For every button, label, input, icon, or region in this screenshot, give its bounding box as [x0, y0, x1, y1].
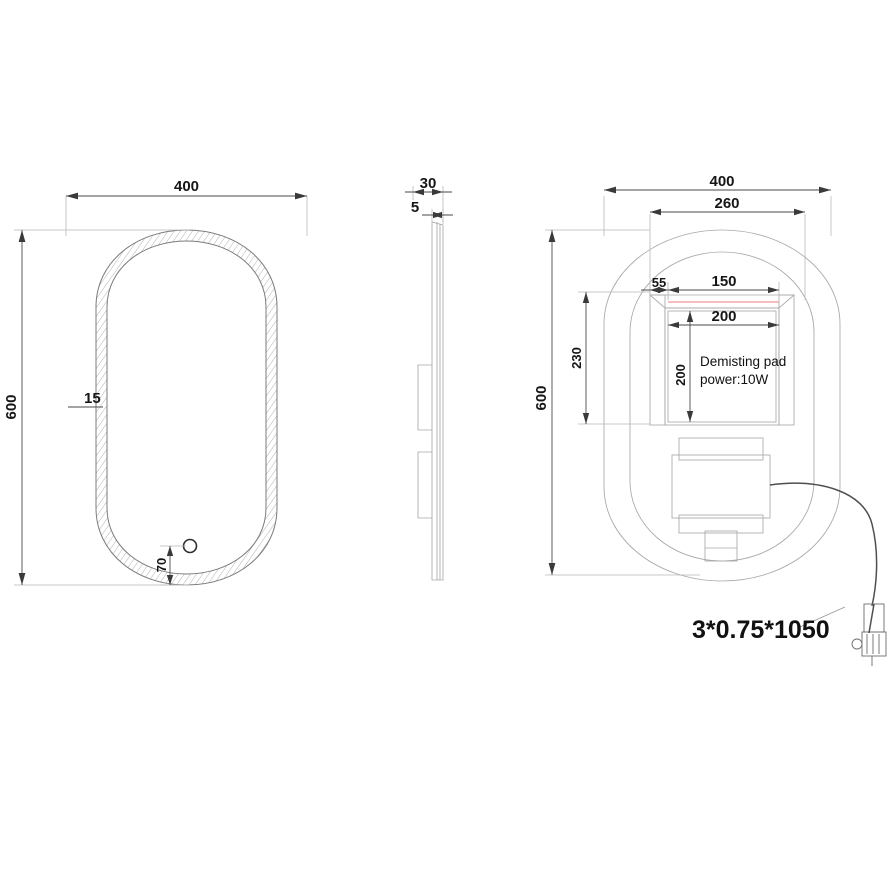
rear-height-dimension: 600	[533, 229, 700, 576]
rear-height-label: 600	[533, 385, 550, 410]
rear-pad-height-label: 200	[673, 364, 688, 386]
rear-view: 400 260 600 230	[533, 173, 887, 666]
driver-box-assembly	[671, 437, 771, 562]
power-plug-icon	[851, 603, 887, 666]
demisting-pad-label-line2: power:10W	[700, 372, 769, 387]
rear-width-dimension: 400	[603, 173, 832, 236]
side-depth-label: 30	[420, 175, 437, 192]
rear-pad-height-dimension: 200	[673, 311, 694, 422]
cable-spec-leader	[799, 606, 846, 628]
power-cable	[769, 482, 878, 607]
side-glass-label: 5	[411, 199, 419, 216]
side-mount-bracket-lower	[417, 451, 432, 519]
rear-pad-strip-label: 150	[711, 273, 736, 290]
front-rim-thickness-label: 15	[84, 390, 101, 407]
demisting-pad-label-line1: Demisting pad	[700, 354, 786, 369]
rear-pad-offset-label: 230	[569, 347, 584, 369]
rear-pad-left-offset-dimension: 55	[641, 275, 678, 300]
front-sensor-offset-label: 70	[154, 558, 169, 572]
rear-pad-left-offset-label: 55	[652, 275, 666, 290]
front-height-label: 600	[3, 394, 20, 419]
side-glass-dimension: 5	[411, 199, 453, 224]
side-profile-body	[431, 221, 444, 581]
front-sensor-offset-dimension: 70	[154, 545, 186, 586]
front-mirror-rim	[95, 229, 278, 586]
rear-pad-width-dimension: 200	[668, 308, 779, 329]
rear-width-label: 400	[709, 173, 734, 190]
front-width-label: 400	[174, 178, 199, 195]
demisting-pad-assembly	[648, 294, 796, 426]
front-width-dimension: 400	[65, 178, 308, 236]
rear-inner-width-dimension: 260	[649, 195, 806, 300]
rear-inner-width-label: 260	[714, 195, 739, 212]
rear-pad-offset-dimension: 230	[569, 291, 650, 425]
front-view: 400 600 15 70	[3, 178, 308, 586]
cable-spec-label: 3*0.75*1050	[692, 616, 830, 644]
side-view: 30 5	[405, 175, 453, 581]
side-depth-dimension: 30	[405, 175, 452, 222]
rear-pad-width-label: 200	[711, 308, 736, 325]
front-rim-thickness-dimension: 15	[68, 390, 103, 408]
rear-outer-oval	[603, 229, 841, 582]
rear-pad-strip-dimension: 150	[667, 273, 780, 300]
side-mount-bracket-upper	[417, 364, 432, 431]
